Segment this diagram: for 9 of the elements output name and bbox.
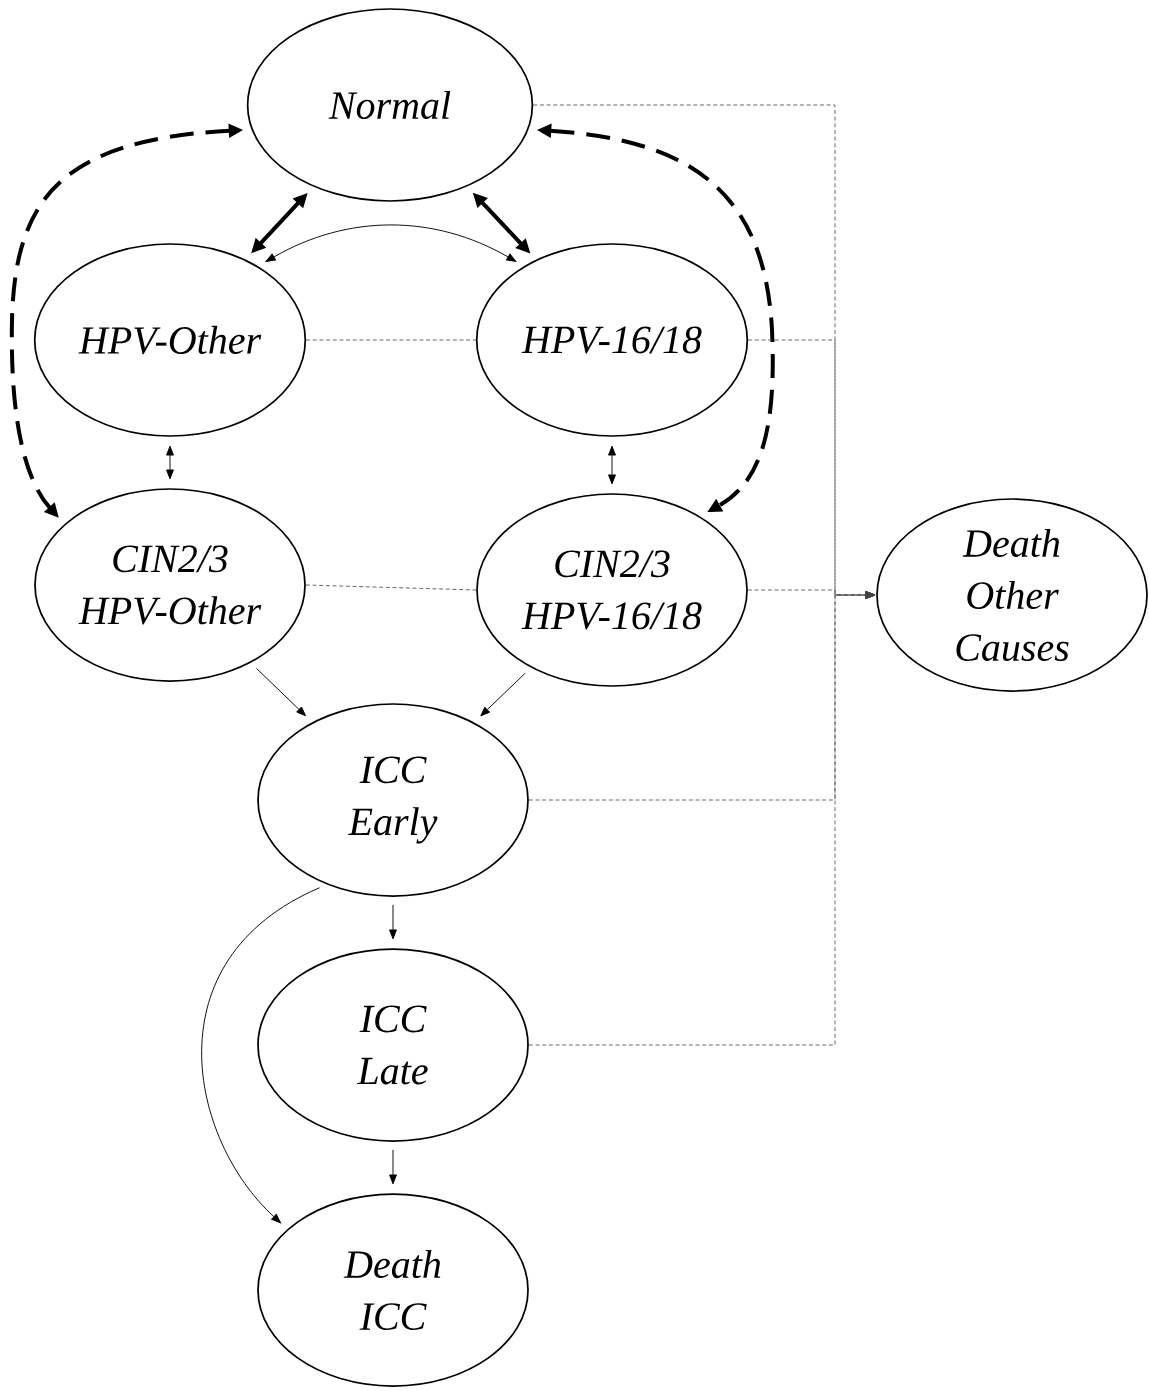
arrow [480, 672, 526, 717]
arrow [608, 445, 616, 485]
arrow [166, 445, 174, 480]
arrow [265, 224, 517, 262]
arrow [389, 1149, 397, 1185]
arrow [528, 591, 876, 1046]
arrow [389, 904, 397, 940]
arrow [201, 887, 320, 1224]
arrow [256, 667, 306, 717]
